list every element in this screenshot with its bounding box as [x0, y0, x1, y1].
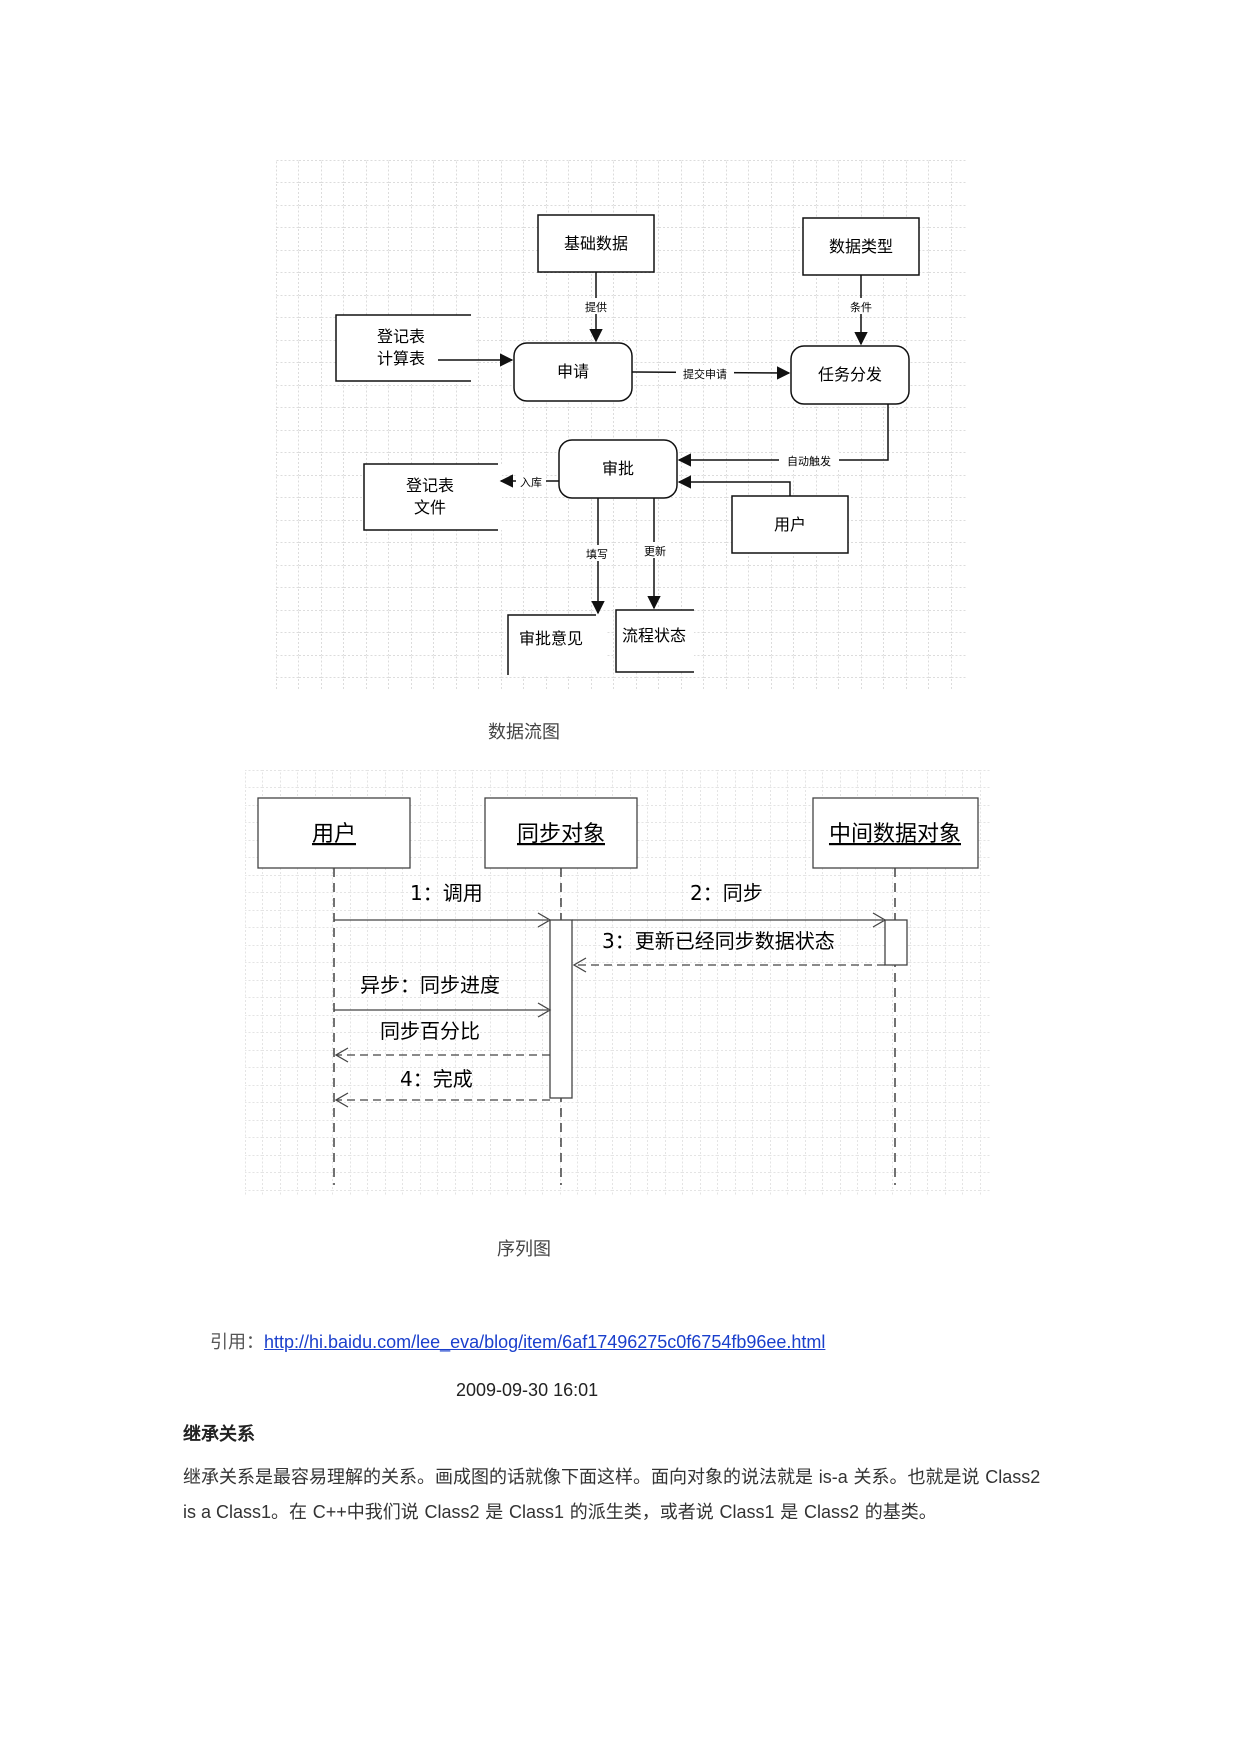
store-registration-calc: 登记表 计算表	[335, 314, 476, 382]
dfd-caption: 数据流图	[488, 722, 560, 743]
store-2-line2: 文件	[414, 498, 446, 517]
edge-provide-label: 提供	[585, 300, 607, 314]
process-apply: 申请	[513, 342, 633, 402]
para-text-4: 中我们说	[346, 1502, 419, 1523]
para-text-6: 的派生类，或者说	[569, 1502, 714, 1523]
para-text-1: 继承关系是最容易理解的关系。画成图的话就像下面这样。面向对象的说法就是	[183, 1467, 813, 1488]
lifeline-user-label: 用户	[312, 822, 356, 847]
edge-auto-trigger-label: 自动触发	[787, 454, 831, 468]
message-1-label: 1：调用	[410, 881, 483, 905]
lifeline-head-sync-object: 同步对象	[484, 797, 638, 869]
body-paragraph: 继承关系是最容易理解的关系。画成图的话就像下面这样。面向对象的说法就是 is-a…	[183, 1460, 1063, 1530]
seq-caption: 序列图	[497, 1239, 551, 1260]
data-flow-diagram: 基础数据 数据类型 登记表 计算表 申请 任务分发 审批	[276, 160, 966, 690]
para-cpp: C++	[312, 1502, 347, 1522]
process-task-dispatch-label: 任务分发	[818, 365, 882, 384]
edge-update-label: 更新	[644, 544, 666, 558]
edge-user-to-approve	[677, 475, 791, 496]
para-text-3: 。在	[271, 1502, 308, 1523]
store-flow-status-label: 流程状态	[622, 626, 686, 645]
para-class1-b: Class1	[719, 1502, 775, 1522]
store-1-line2: 计算表	[377, 349, 425, 368]
process-approve-label: 审批	[602, 459, 634, 478]
store-flow-status: 流程状态	[614, 609, 694, 673]
para-isa-line: is a Class1	[183, 1502, 272, 1522]
node-data-type: 数据类型	[802, 217, 920, 276]
process-task-dispatch: 任务分发	[790, 345, 910, 405]
process-apply-label: 申请	[557, 362, 589, 381]
node-user-label: 用户	[774, 515, 806, 534]
lifeline-middle-label: 中间数据对象	[829, 822, 961, 847]
message-percent-label: 同步百分比	[380, 1019, 480, 1043]
message-4-label: 4：完成	[400, 1067, 473, 1091]
message-async-label: 异步：同步进度	[360, 973, 500, 997]
para-text-2: 关系。也就是说	[853, 1467, 980, 1488]
para-text-8: 的基类。	[864, 1502, 937, 1523]
node-basic-data: 基础数据	[537, 214, 655, 273]
edge-store-label: 入库	[520, 476, 542, 489]
store-1-line1: 登记表	[377, 327, 425, 346]
citation-line: 引用：http://hi.baidu.com/lee_eva/blog/item…	[210, 1328, 825, 1354]
activation-middle-object	[884, 919, 908, 966]
para-class2-c: Class2	[804, 1502, 860, 1522]
process-approve: 审批	[558, 439, 678, 499]
para-text-5: 是	[485, 1502, 504, 1523]
message-3-label: 3：更新已经同步数据状态	[602, 929, 835, 953]
activation-sync-object	[549, 919, 573, 1099]
para-class2-a: Class2	[985, 1467, 1041, 1487]
store-registration-file: 登记表 文件	[363, 463, 502, 531]
para-class1-a: Class1	[509, 1502, 565, 1522]
node-data-type-label: 数据类型	[829, 237, 893, 256]
edge-condition-label: 条件	[850, 300, 872, 314]
edge-fill-label: 填写	[586, 547, 608, 561]
citation-link[interactable]: http://hi.baidu.com/lee_eva/blog/item/6a…	[264, 1332, 826, 1352]
lifeline-sync-label: 同步对象	[517, 822, 605, 847]
para-text-7: 是	[780, 1502, 799, 1523]
store-2-line1: 登记表	[406, 476, 454, 495]
message-2-label: 2：同步	[690, 881, 763, 905]
edge-auto-trigger	[677, 404, 889, 467]
section-heading: 继承关系	[183, 1424, 255, 1445]
lifeline-head-user: 用户	[257, 797, 411, 869]
store-opinion: 审批意见	[506, 614, 606, 675]
para-class2-b: Class2	[424, 1502, 480, 1522]
node-basic-data-label: 基础数据	[564, 234, 628, 253]
sequence-diagram: 用户 同步对象 中间数据对象 1：调用 2：同步 3：更新已经同步数据状态 异步…	[245, 770, 990, 1195]
para-isa: is-a	[818, 1467, 848, 1487]
node-user: 用户	[731, 495, 849, 554]
post-date: 2009-09-30 16:01	[456, 1380, 599, 1400]
edge-submit-apply-label: 提交申请	[683, 367, 727, 381]
store-opinion-label: 审批意见	[519, 629, 583, 648]
citation-label: 引用：	[210, 1332, 264, 1353]
lifeline-head-middle-object: 中间数据对象	[812, 797, 979, 869]
